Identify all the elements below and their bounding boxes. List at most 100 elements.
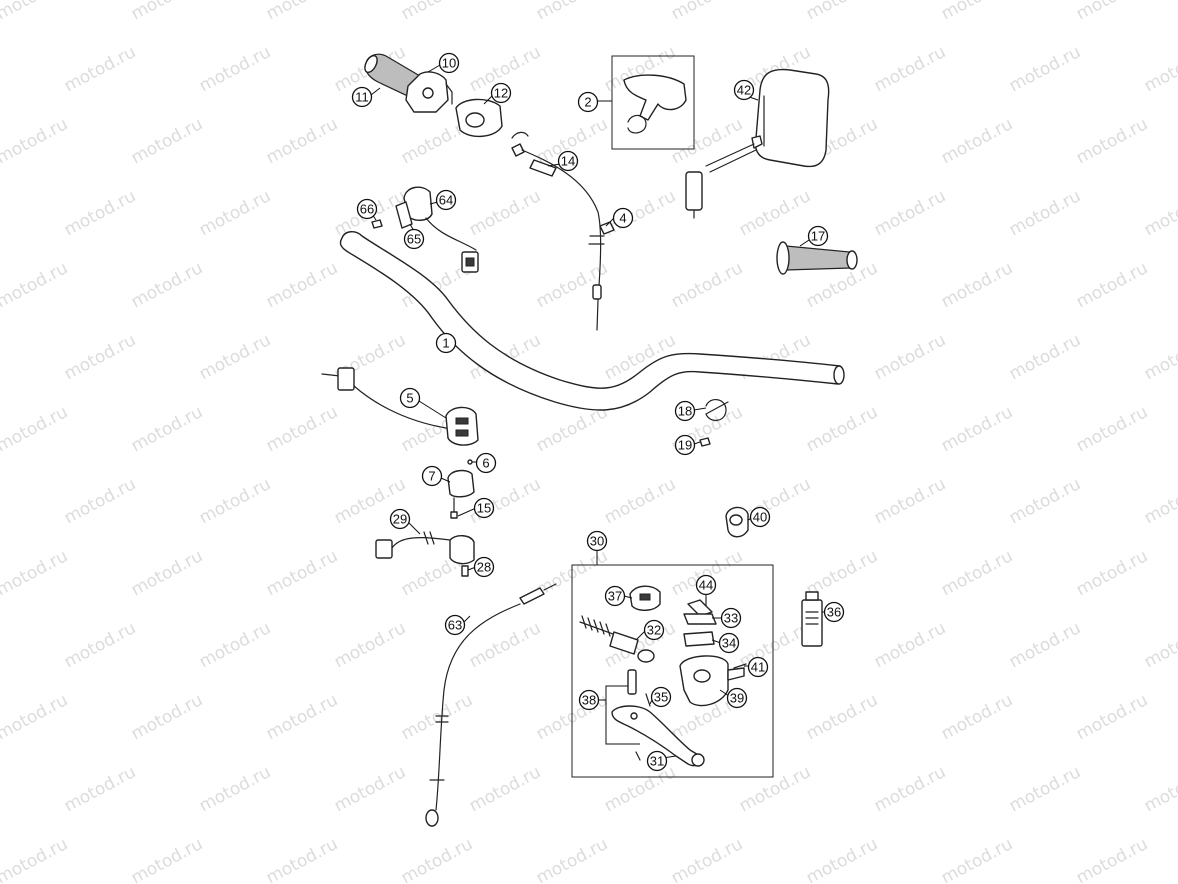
callout-5: 5: [399, 387, 421, 409]
callout-ring: [473, 556, 495, 578]
watermark-text: motod.ru: [1141, 330, 1178, 384]
piston-spring: [579, 615, 655, 663]
watermark-text: motod.ru: [1006, 330, 1084, 384]
watermark-text: motod.ru: [128, 258, 206, 312]
watermark-text: motod.ru: [128, 546, 206, 600]
callout-ring: [695, 574, 717, 596]
callout-ring: [646, 750, 668, 772]
watermark-text: motod.ru: [61, 186, 139, 240]
watermark-text: motod.ru: [263, 0, 341, 24]
watermark-text: motod.ru: [61, 762, 139, 816]
callout-ring: [674, 400, 696, 422]
watermark-text: motod.ru: [196, 42, 274, 96]
kill-switch: [371, 186, 479, 273]
callout-36: 36: [823, 601, 845, 623]
callout-number: 64: [439, 193, 453, 208]
callout-10: 10: [438, 52, 460, 74]
watermark-text: motod.ru: [0, 0, 71, 24]
callout-ring: [421, 465, 443, 487]
watermark-text: motod.ru: [128, 834, 206, 884]
mirror: [685, 68, 830, 219]
callout-38: 38: [578, 689, 600, 711]
callout-ring: [674, 434, 696, 456]
watermark-text: motod.ru: [1073, 402, 1151, 456]
watermark-text: motod.ru: [0, 330, 4, 384]
callout-65: 65: [403, 228, 425, 250]
callout-ring: [586, 530, 608, 552]
watermark-text: motod.ru: [1141, 42, 1178, 96]
callout-number: 11: [355, 90, 369, 105]
callout-1: 1: [435, 332, 457, 354]
watermark-text: motod.ru: [0, 762, 4, 816]
callout-number: 19: [678, 438, 692, 453]
lever-pin: [627, 669, 651, 707]
callout-7: 7: [421, 465, 443, 487]
callout-number: 5: [406, 391, 413, 406]
watermark-text: motod.ru: [736, 186, 814, 240]
callout-number: 37: [608, 589, 622, 604]
callout-number: 39: [730, 691, 744, 706]
watermark-text: motod.ru: [871, 330, 949, 384]
callout-ring: [403, 228, 425, 250]
watermark-text: motod.ru: [668, 0, 746, 24]
callout-ring: [612, 207, 634, 229]
callout-34: 34: [718, 632, 740, 654]
callout-28: 28: [473, 556, 495, 578]
watermark-text: motod.ru: [0, 258, 71, 312]
clutch-cable: [425, 583, 557, 827]
watermark-text: motod.ru: [196, 474, 274, 528]
light-switch: [321, 367, 479, 446]
watermark-text: motod.ru: [331, 618, 409, 672]
watermark-text: motod.ru: [803, 834, 881, 884]
watermark-text: motod.ru: [938, 834, 1016, 884]
cable-tie: [705, 399, 729, 421]
callout-ring: [490, 82, 512, 104]
watermark-text: motod.ru: [1006, 618, 1084, 672]
watermark-text: motod.ru: [0, 546, 71, 600]
callout-ring: [438, 52, 460, 74]
watermark-text: motod.ru: [128, 402, 206, 456]
watermark-text: motod.ru: [61, 474, 139, 528]
small-nut: [699, 437, 711, 447]
callout-number: 63: [448, 618, 462, 633]
watermark-text: motod.ru: [1141, 762, 1178, 816]
callout-ring: [747, 656, 769, 678]
watermark-text: motod.ru: [128, 0, 206, 24]
throttle-cover: [455, 98, 503, 137]
callout-number: 36: [827, 605, 841, 620]
callout-32: 32: [643, 619, 665, 641]
callout-number: 14: [561, 154, 575, 169]
watermark-text: motod.ru: [263, 546, 341, 600]
watermark-text: motod.ru: [938, 0, 1016, 24]
callout-44: 44: [695, 574, 717, 596]
watermark-text: motod.ru: [466, 186, 544, 240]
watermark-text: motod.ru: [398, 0, 476, 24]
watermark-text: motod.ru: [196, 618, 274, 672]
callout-ring: [604, 585, 626, 607]
left-grip: [776, 241, 858, 275]
watermark-text: motod.ru: [0, 42, 4, 96]
callout-number: 31: [650, 754, 664, 769]
part-2-box: [611, 55, 695, 150]
switch-clamp: [447, 459, 475, 519]
callout-ring: [650, 686, 672, 708]
watermark-text: motod.ru: [871, 474, 949, 528]
callout-ring: [733, 79, 755, 101]
watermark-text: motod.ru: [1141, 618, 1178, 672]
watermark-text: motod.ru: [1006, 762, 1084, 816]
callout-ring: [356, 198, 378, 220]
callout-number: 44: [699, 578, 713, 593]
start-button: [375, 531, 475, 577]
watermark-text: motod.ru: [1141, 186, 1178, 240]
callout-42: 42: [733, 79, 755, 101]
watermark-text: motod.ru: [128, 690, 206, 744]
watermark-text: motod.ru: [871, 618, 949, 672]
callout-2: 2: [577, 91, 599, 113]
watermark-text: motod.ru: [938, 114, 1016, 168]
watermark-text: motod.ru: [601, 762, 679, 816]
callout-number: 15: [477, 501, 491, 516]
fluid-bottle: [801, 591, 823, 647]
